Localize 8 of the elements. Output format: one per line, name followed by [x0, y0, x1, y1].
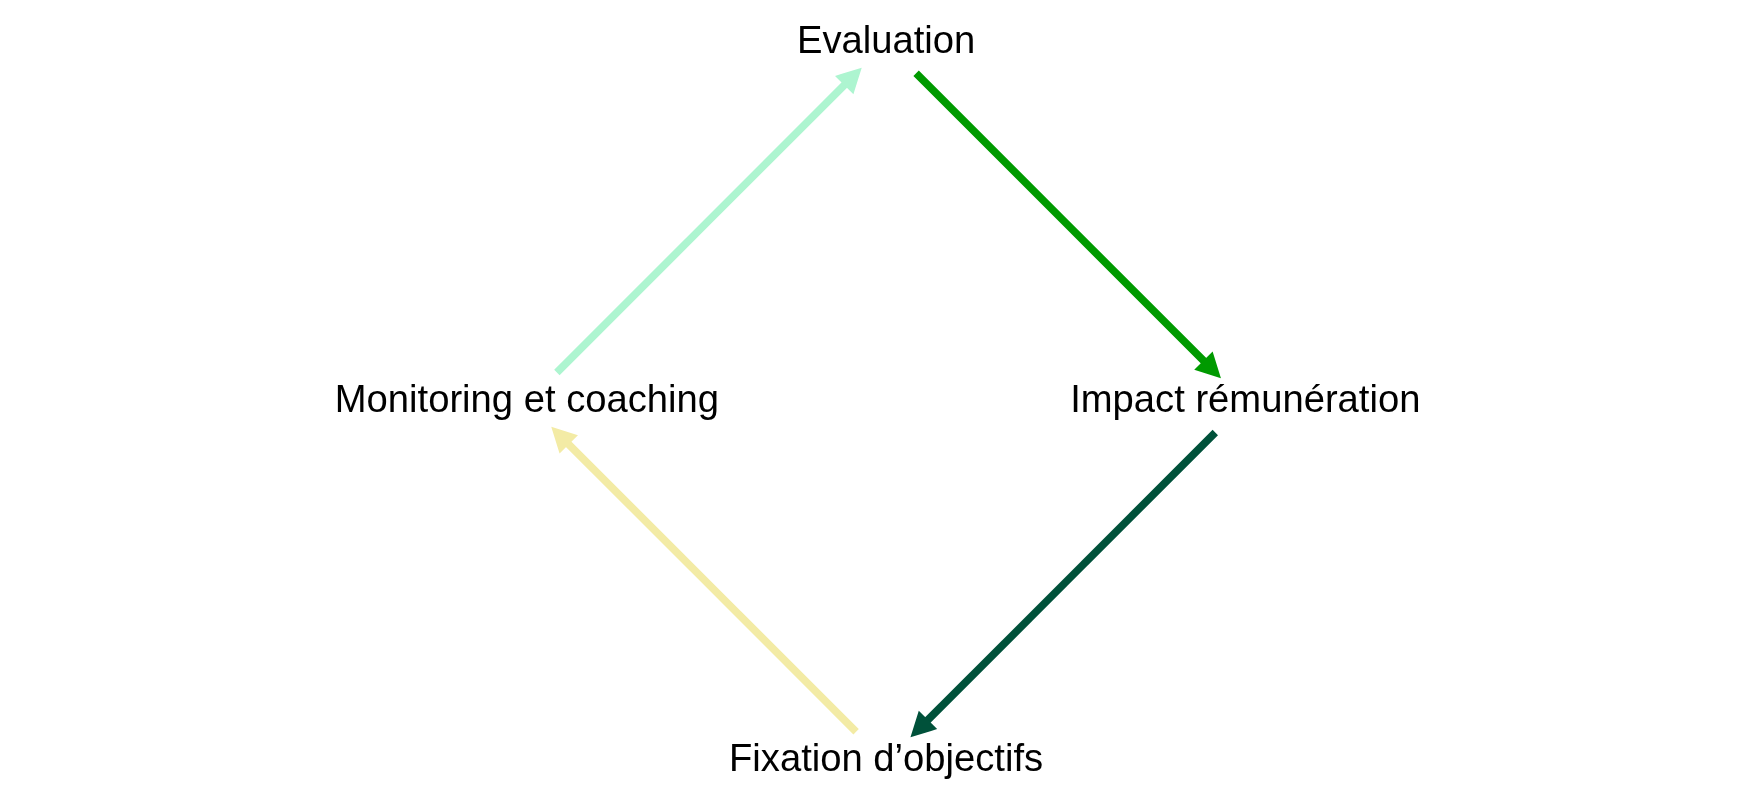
arrow [550, 426, 859, 735]
arrow [553, 67, 862, 376]
arrow [912, 70, 1221, 379]
node-text: Fixation d’objectifs [728, 736, 1043, 780]
node-text: Monitoring et coaching [334, 377, 719, 421]
node-text: Impact rémunération [1069, 377, 1420, 421]
arrow [909, 429, 1218, 738]
node-text: Evaluation [796, 17, 975, 61]
